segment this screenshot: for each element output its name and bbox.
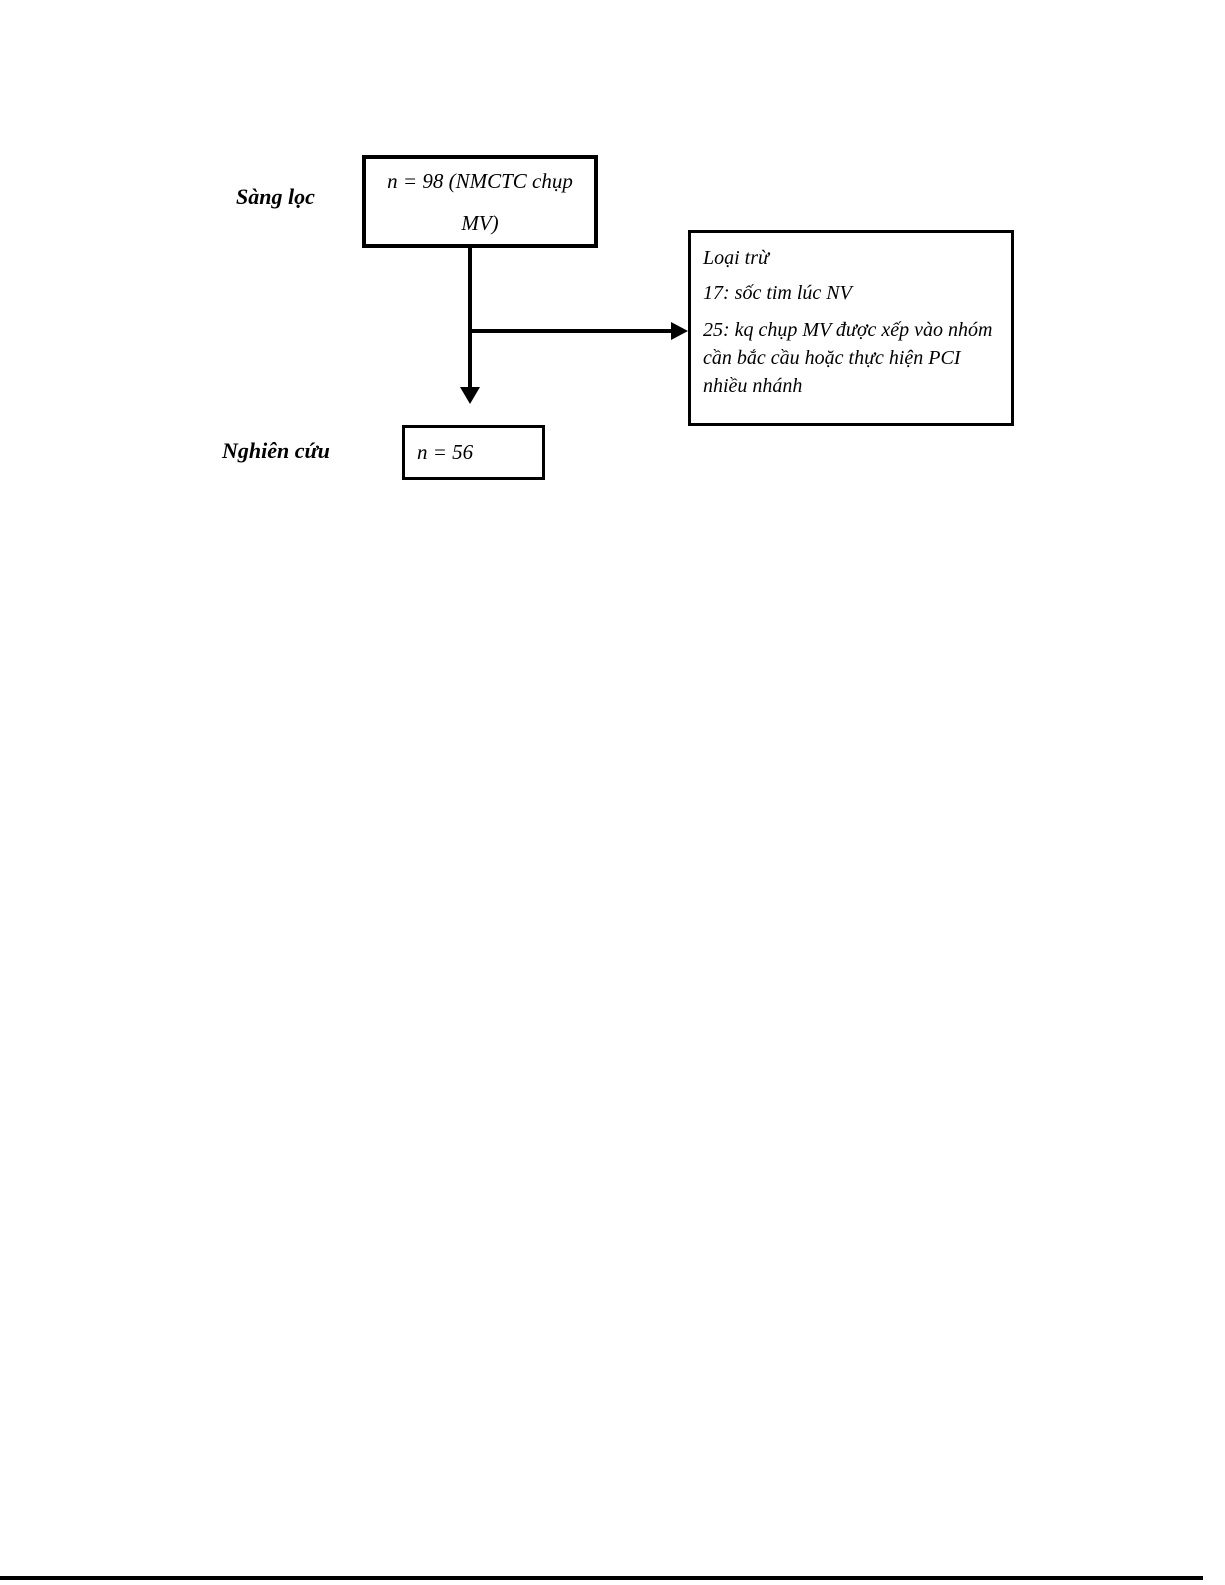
screening-box: n = 98 (NMCTC chụp MV) — [362, 155, 598, 248]
flow-connector-vertical — [468, 247, 472, 389]
screening-box-line2: MV) — [461, 210, 499, 235]
study-stage-label: Nghiên cứu — [222, 438, 330, 463]
exclusion-item-1: 17: sốc tim lúc NV — [703, 282, 852, 304]
exclusion-box: Loại trừ 17: sốc tim lúc NV 25: kq chụp … — [688, 230, 1014, 426]
exclusion-title: Loại trừ — [703, 247, 769, 269]
exclusion-item-2: 25: kq chụp MV được xếp vào nhóm cần bắc… — [703, 319, 993, 397]
flow-connector-horizontal — [470, 329, 674, 333]
study-box-text: n = 56 — [417, 440, 474, 464]
screening-stage-label: Sàng lọc — [236, 184, 315, 209]
arrow-right-icon — [671, 322, 688, 340]
page-bottom-rule — [0, 1576, 1203, 1580]
arrow-down-icon — [460, 387, 480, 404]
screening-box-line1: n = 98 (NMCTC chụp — [387, 168, 573, 193]
study-box: n = 56 — [402, 425, 545, 480]
